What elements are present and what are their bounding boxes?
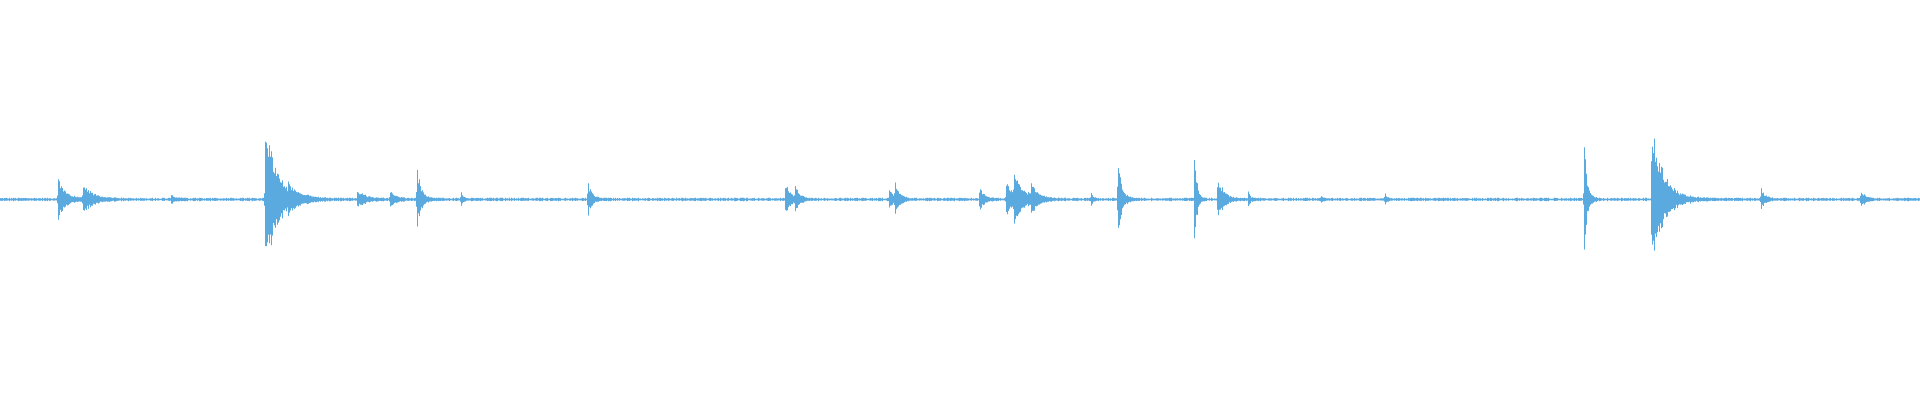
waveform-trace [0,138,1920,251]
